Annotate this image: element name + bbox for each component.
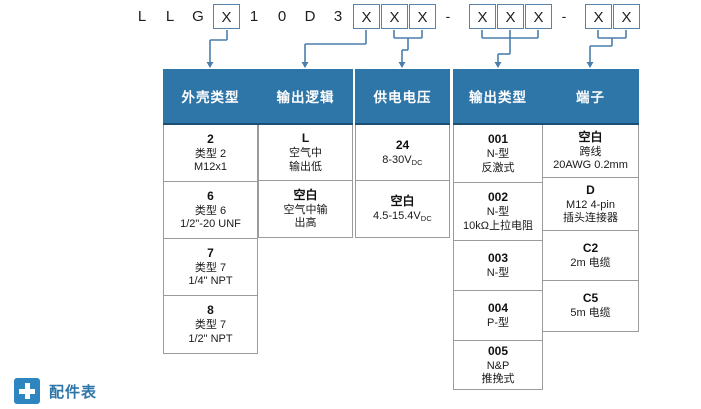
column-header-terminal: 端子 [542, 69, 639, 125]
option-description: 类型 2 M12x1 [193, 147, 228, 174]
code-slot-box[interactable]: X [585, 4, 612, 29]
option-description-subscript: DC [411, 157, 423, 167]
option-code: 空白 [293, 187, 318, 202]
accessories-link[interactable]: 配件表 [14, 378, 97, 404]
column-header-supply-voltage: 供电电压 [355, 69, 450, 125]
column-header-label: 供电电压 [373, 90, 432, 105]
option-code: 005 [487, 343, 509, 358]
connector-arrow [301, 62, 309, 68]
option-code: 7 [207, 245, 214, 260]
option-description: 类型 6 1/2"-20 UNF [180, 204, 241, 231]
option-code: 2 [207, 131, 214, 146]
option-code: D [586, 182, 595, 197]
option-description-text: 4.5-15.4V [373, 210, 421, 223]
option-code: 空白 [390, 194, 415, 209]
option-code: 001 [487, 132, 509, 146]
option-description-text: 8-30V [382, 153, 412, 166]
code-slot-box[interactable]: X [497, 4, 524, 29]
option-code: 004 [487, 300, 509, 315]
code-slot-box[interactable]: X [353, 4, 380, 29]
option-description: N-型 10kΩ上拉电阻 [463, 206, 533, 232]
option-cell[interactable]: 8 类型 7 1/2" NPT [164, 296, 257, 353]
option-description: 5m 电缆 [570, 307, 611, 320]
option-description: 空气中输 出高 [283, 203, 328, 230]
option-description: N&P 推挽式 [481, 359, 515, 386]
option-description: P-型 [487, 316, 509, 329]
option-description: 空气中 输出低 [289, 147, 322, 173]
code-slot-box[interactable]: X [469, 4, 496, 29]
code-char-static: G [192, 8, 204, 25]
option-description: 2m 电缆 [570, 256, 611, 269]
plus-icon [14, 378, 40, 404]
option-code: C5 [582, 291, 599, 306]
column-header-label: 端子 [576, 90, 605, 105]
code-char-static: D [304, 8, 316, 25]
option-cell[interactable]: L 空气中 输出低 [259, 125, 352, 181]
column-header-output-logic: 输出逻辑 [258, 69, 353, 125]
option-cell[interactable]: 空白跨线 20AWG 0.2mm [543, 125, 638, 178]
connector-arrow [206, 62, 214, 68]
option-code: 002 [487, 190, 509, 204]
option-code: 6 [207, 188, 214, 203]
option-description: N-型 [486, 266, 510, 279]
column-header-label: 外壳类型 [181, 90, 240, 105]
code-slot-box[interactable]: X [213, 4, 240, 29]
option-description: 跨线 20AWG 0.2mm [553, 145, 628, 172]
option-code: 8 [207, 303, 214, 317]
option-description: 类型 7 1/4" NPT [188, 261, 233, 288]
connector-arrow [398, 62, 406, 68]
option-description: 8-30VDC [382, 154, 423, 168]
option-description: N-型 反激式 [481, 148, 515, 174]
code-char-static: L [165, 8, 175, 25]
code-char-static: - [445, 8, 451, 24]
column-body-output-logic: L 空气中 输出低空白空气中输 出高 [258, 125, 353, 238]
accessories-label: 配件表 [49, 383, 98, 401]
code-slot-box[interactable]: X [381, 4, 408, 29]
column-header-housing-type: 外壳类型 [163, 69, 258, 125]
option-description: M12 4-pin 插头连接器 [563, 198, 618, 225]
option-description-subscript: DC [420, 214, 432, 224]
option-code: 24 [395, 137, 410, 152]
code-char-static: 0 [277, 8, 287, 25]
option-code: 003 [487, 250, 509, 265]
column-header-output-type: 输出类型 [453, 69, 543, 125]
code-slot-box[interactable]: X [409, 4, 436, 29]
code-slot-box[interactable]: X [613, 4, 640, 29]
column-header-label: 输出类型 [469, 90, 527, 105]
option-code: L [301, 131, 310, 145]
code-char-static: 3 [333, 8, 343, 25]
option-description: 4.5-15.4VDC [373, 210, 432, 224]
option-code: 空白 [578, 129, 603, 144]
connector-arrow [586, 62, 594, 68]
code-char-static: L [137, 8, 147, 25]
code-slot-box[interactable]: X [525, 4, 552, 29]
option-description: 类型 7 1/2" NPT [188, 319, 233, 345]
code-char-static: 1 [249, 8, 259, 25]
connector-arrow [494, 62, 502, 68]
code-char-static: - [561, 8, 567, 24]
option-cell[interactable]: 空白空气中输 出高 [259, 181, 352, 237]
column-header-label: 输出逻辑 [276, 90, 335, 105]
option-code: C2 [582, 240, 599, 255]
